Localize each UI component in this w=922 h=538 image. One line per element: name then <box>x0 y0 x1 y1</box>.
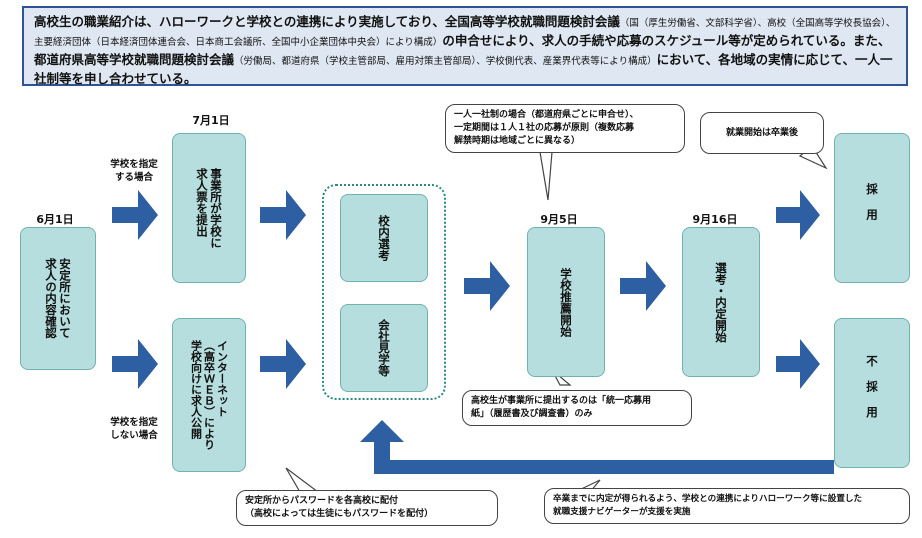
senkou-group <box>322 184 446 400</box>
callout-touitsu-ouboyoushi: 高校生が事業所に提出するのは「統一応募用 紙」（履歴書及び調査書）のみ <box>462 390 692 426</box>
box-suisen-kaishi: 学校推薦開始 <box>527 227 605 377</box>
intro-text-3: において、各地域の実情に応じて、一人一社制等を申し合わせている。 <box>34 52 893 86</box>
box-senkou-label: 選考・内定開始 <box>714 261 728 343</box>
arrow-to-saiyo <box>776 190 820 240</box>
box-fusaiyo-label: 不採用 <box>865 354 879 432</box>
arrow-to-naitei <box>620 261 666 311</box>
condition-designated: 学校を指定 する場合 <box>110 159 158 183</box>
arrow-to-suisen <box>464 261 510 311</box>
box-teishutsu-label: 事業所が学校に 求人票を提出 <box>195 167 223 249</box>
arrow-to-senkou-group-upper <box>260 190 306 240</box>
date-july-1: 7月1日 <box>192 114 230 127</box>
box-kengaku-label: 会社見学等 <box>377 319 391 377</box>
box-kyujin-kakunin: 安定所において 求人の内容確認 <box>20 227 96 370</box>
arrow-to-fusaiyo <box>776 339 820 389</box>
return-arrow <box>360 420 834 474</box>
date-sept-5: 9月5日 <box>540 213 578 226</box>
arrow-to-senkou-group-lower <box>260 339 306 389</box>
box-kyujin-label: 安定所において 求人の内容確認 <box>44 258 72 339</box>
intro-text-1: 高校生の職業紹介は、ハローワークと学校との連携により実施しており、全国高等学校就… <box>34 14 620 29</box>
intro-note-1: （国（厚生労働省、文部科学省）、高校（全国高等学校長協会）、主要経済団体（日本経… <box>34 18 896 48</box>
callout-shushoku-navigator: 卒業までに内定が得られるよう、学校との連携によりハローワーク等に設置した 就職支… <box>544 488 910 524</box>
box-internet-koukai: インターネット （高卒ＷＥＢ）により 学校向けに求人公開 <box>172 318 246 472</box>
arrow-to-teishutsu <box>112 190 158 240</box>
box-kaisha-kengaku: 会社見学等 <box>340 304 428 392</box>
callout-password: 安定所からパスワードを各高校に配付 （高校によっては生徒にもパスワードを配付） <box>236 490 498 526</box>
box-saiyo-label: 採用 <box>865 182 879 234</box>
date-sept-16: 9月16日 <box>692 213 738 226</box>
intro-text-2: の申合せにより、求人の手続や応募のスケジュール等が定められている。また、都道府県… <box>34 33 891 67</box>
box-kyujinhyo-teishutsu: 事業所が学校に 求人票を提出 <box>172 133 246 283</box>
callout-shugyo-text: 就業開始は卒業後 <box>725 127 798 138</box>
callout-shugyo-kaishi: 就業開始は卒業後 <box>700 112 824 154</box>
intro-note-2: （労働局、都道府県（学校主管部局、雇用対策主管部局）、学校側代表、産業界代表等に… <box>234 56 657 67</box>
callout-hitori-issha: 一人一社制の場合（都道府県ごとに申合せ）、 一定期間は１人１社の応募が原則（複数… <box>445 104 685 153</box>
box-senkou-naitei-kaishi: 選考・内定開始 <box>682 227 760 377</box>
box-saiyo: 採用 <box>834 133 910 283</box>
box-internet-label: インターネット （高卒ＷＥＢ）により 学校向けに求人公開 <box>189 340 229 450</box>
date-june-1: 6月1日 <box>36 213 74 226</box>
intro-banner: 高校生の職業紹介は、ハローワークと学校との連携により実施しており、全国高等学校就… <box>22 6 908 86</box>
arrow-to-internet <box>112 339 158 389</box>
box-suisen-label: 学校推薦開始 <box>559 267 573 337</box>
box-kounai-label: 校内選考 <box>377 215 391 261</box>
box-kounai-senkou: 校内選考 <box>340 194 428 282</box>
condition-not-designated: 学校を指定 しない場合 <box>110 417 158 441</box>
box-fusaiyo: 不採用 <box>834 318 910 468</box>
